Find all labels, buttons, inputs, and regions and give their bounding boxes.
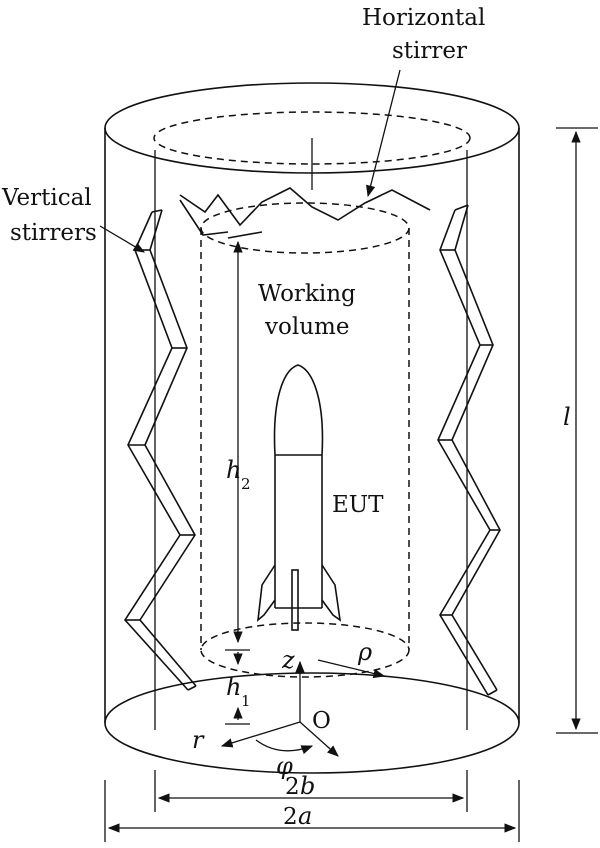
eut-rocket: [256, 364, 342, 631]
rocket-nose-cone: [273, 364, 324, 456]
rocket-fin-center: [291, 569, 299, 631]
vertical-stirrer-right: [437, 204, 501, 696]
rocket-fin-left: [256, 564, 276, 622]
right-stirrer-edge-inner: [451, 204, 501, 691]
phi-axis-arrow: [299, 721, 339, 757]
2b-label-number: 2: [285, 774, 300, 800]
left-stirrer-bottom-cap: [187, 685, 197, 691]
horizontal-stirrer-blade: [179, 187, 431, 227]
z-label: z: [281, 646, 295, 674]
left-stirrer-top-cap: [151, 209, 163, 213]
working-volume: [200, 202, 410, 678]
origin-label: O: [312, 708, 331, 734]
l-label: l: [563, 403, 571, 431]
left-stirrer-edge-inner: [139, 209, 197, 687]
right-stirrer-edge-outer: [437, 209, 491, 696]
right-stirrer-bottom-cap: [487, 689, 498, 696]
phi-label: φ: [276, 752, 293, 780]
2a-label-var: a: [298, 802, 312, 830]
rho-label: ρ: [357, 638, 372, 666]
left-stirrer-edge-outer: [123, 211, 189, 691]
vertical-stirrers-label-1: Vertical: [1, 185, 92, 211]
phi-rotation-arrow: [255, 739, 314, 755]
eut-label: EUT: [332, 492, 384, 518]
right-stirrer-top-cap: [454, 204, 469, 211]
horizontal-stirrer-blade-tip: [227, 231, 263, 239]
h2-label: h: [226, 456, 241, 484]
horizontal-stirrer-path: [153, 111, 471, 165]
h1-subscript: 1: [241, 692, 251, 710]
2a-label-number: 2: [283, 804, 298, 830]
vertical-stirrers-label-2: stirrers: [10, 220, 97, 246]
rho-arrow: [317, 659, 386, 679]
horizontal-stirrer-label-1: Horizontal: [362, 5, 485, 31]
rocket-fin-right: [321, 564, 342, 622]
vertical-stirrers-pointer: [99, 225, 146, 253]
2b-label-var: b: [300, 772, 315, 800]
h1-label: h: [226, 673, 241, 701]
r-axis-arrow: [220, 721, 301, 748]
working-volume-top: [200, 202, 410, 254]
working-volume-label-2: volume: [264, 314, 349, 340]
vertical-stirrer-left: [123, 209, 197, 691]
working-volume-label-1: Working: [258, 281, 356, 307]
horizontal-stirrer-label-2: stirrer: [392, 38, 467, 64]
r-label: r: [192, 726, 205, 754]
horizontal-stirrer-pointer: [366, 69, 401, 198]
horizontal-stirrer-blade-edge: [179, 199, 229, 236]
h2-subscript: 2: [241, 475, 251, 493]
